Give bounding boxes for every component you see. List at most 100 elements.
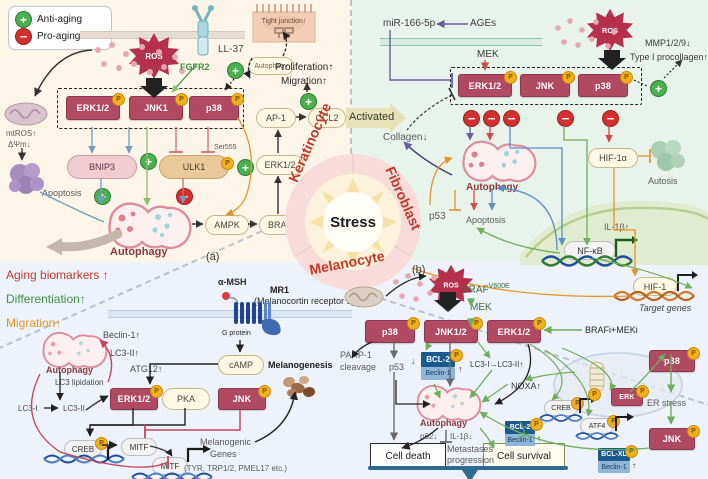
camp-node: cAMP [218,355,264,375]
mitochondrion-icon-keratinocyte [4,102,48,126]
p62-label: p62↓ [420,432,438,441]
keratinocyte-membrane [80,31,245,39]
kinase-jnk-fibroblast: JNK [520,74,570,97]
mc1r-receptor-icon [222,292,281,336]
dna-helix-nfkb [541,255,633,267]
braf-v600e-sup: V600E [488,283,510,290]
kinase-jnk-er: JNK [649,428,695,450]
autosis-label: Autosis [648,176,678,186]
plus-circle-green-icon: + [15,11,32,28]
autophagy-label-melanocyte-left: Autophagy [46,365,93,375]
beclin1-label: Beclin-1↑ [103,330,141,340]
apoptosis-cell-icon-keratinocyte [9,163,44,194]
fibroblast-arrows [389,19,693,298]
dna-helix-atf4 [575,432,619,440]
dna-helix-creb-right [539,414,583,422]
activated-banner [346,103,406,133]
readout-differentiation: Differentiation↑ [6,292,86,306]
phospho-tag-erk12-keratinocyte: P [112,93,125,106]
kinase-erk12-keratinocyte: ERK1/2 [66,96,120,120]
ulk1-node: ULK1 [159,155,229,179]
fibroblast-membrane [380,38,542,46]
migration-label-keratinocyte: Migration↑ [281,76,328,87]
stress-hub-icon: Stress [285,154,421,290]
autophagosome-icon-fibroblast [462,140,537,183]
kinase-erk12-melanocyte: ERK1/2 [487,320,541,343]
erk12-node-melanocyte-left: ERK1/2 [110,388,158,410]
legend-item-pro-aging: − Pro-aging [15,28,105,45]
erk12-node-keratinocyte: ERK1/2 [256,155,304,175]
ros-dots-fibroblast [555,18,617,49]
keratinocyte-arrows [17,31,311,255]
plus-circle-mmp-icon: + [650,80,667,97]
plus-circle-autophagy-jnk1-icon: + [140,153,157,170]
phospho-tag-erk12-melanocyte: P [533,317,546,330]
autophagosome-icon-melanocyte-left [42,331,108,369]
ros-label-melanocyte: ROS [443,283,459,290]
hif1a-node: HIF-1α [588,148,638,168]
autosis-cell-icon [651,140,685,171]
phospho-tag-er-tubule: P [588,388,601,401]
melanogenic-genes-line1: Melanogenic [200,437,252,447]
ros-dots-melanocyte [393,273,437,302]
mtros-label: mtROS↑ [6,129,37,138]
panel-letter-a: (a) [206,251,220,263]
ages-label: AGEs [470,18,497,29]
stress-center-label: Stress [330,214,376,231]
mr1-label: MR1 [270,285,290,295]
atg12-label: ATG12↑ [130,364,163,374]
autophagosome-icon-melanocyte-right [416,384,482,422]
kinase-p38-fibroblast: p38 [578,74,628,97]
mmp-label: MMP1/2/9↓ [645,38,691,48]
ros-starburst-melanocyte: ROS [428,264,474,306]
bcl2-small-box-2-up: ↑ [632,461,636,470]
procollagen-label: Type I procollagen↑ [630,52,708,62]
melanocyte-right-arrows [351,272,676,451]
bcl2-small-box-1-main: BCL-2 [505,421,535,434]
minus-circle-f5-icon: − [602,110,619,127]
kinase-jnk1-keratinocyte: JNK1 [129,96,183,120]
minus-circle-f2-icon: − [483,110,500,127]
collagen-label: Collagen↓ [383,132,428,143]
phospho-tag-erk12-fibroblast: P [504,71,517,84]
melanogenesis-label: Melanogenesis [268,360,333,370]
p53-label-melanocyte: p53 [389,362,405,372]
bcl2-small-box-1-up: ↑ [537,434,541,443]
plus-circle-p38-autophagy-icon: + [237,159,254,176]
melanogenic-genes-line2: Genes [210,449,237,459]
lc3ii-conv-label: LC3-II [63,404,85,413]
ros-label-keratinocyte: ROS [145,52,163,61]
minus-circle-f3-icon: − [503,110,520,127]
apoptosis-label-fibroblast: Apoptosis [466,215,506,225]
phospho-tag-p38-fibroblast: P [620,71,633,84]
legend-label-pro-aging: Pro-aging [37,31,81,42]
erk-nuclear-node: ERK [611,388,643,406]
bcl2-small-box-2-sub: Beclin-1 [598,461,630,473]
mitf-node-1: MITF [121,438,157,456]
bcl2-box-main: BCL-2 [421,352,455,367]
pka-node: PKA [162,388,210,410]
plus-circle-proliferation-icon: + [300,93,317,110]
melanocyte-left-arrows [31,339,299,469]
metastases-label-line1: Metastases [447,444,494,454]
ccl2-node: CCL2 [308,108,346,128]
tight-junction-label: Tight junction↑ [261,18,307,25]
ll37-label: LL-37 [218,44,244,55]
mek-label-melanocyte: MEK [470,302,492,313]
lc3-conversion-label: LC3-I→LC3-II↑ [470,360,524,369]
phospho-tag-jnk-er: P [687,425,700,438]
bcl2-small-box-1-sub: Beclin-1 [505,434,535,446]
dna-helix-mitf [131,472,213,479]
dna-helix-creb [43,454,125,464]
phospho-tag-bcl2-small-1: P [530,418,543,431]
autophagy-label-keratinocyte: Autophagy [110,246,168,258]
metastases-label-line2: progression [447,455,495,465]
dna-helix-hif1 [613,290,695,302]
bcl2-down-arrow: ↓ [411,356,416,366]
brafi-meki-label: BRAFi+MEKi [585,325,638,335]
minus-circle-red-icon: − [15,28,32,45]
autophagosome-icon-keratinocyte [108,202,192,250]
er-stress-label: ER stress [647,398,687,408]
lc3ii-label: LC3-II↑ [110,348,140,358]
legend-item-anti-aging: + Anti-aging [15,11,105,28]
